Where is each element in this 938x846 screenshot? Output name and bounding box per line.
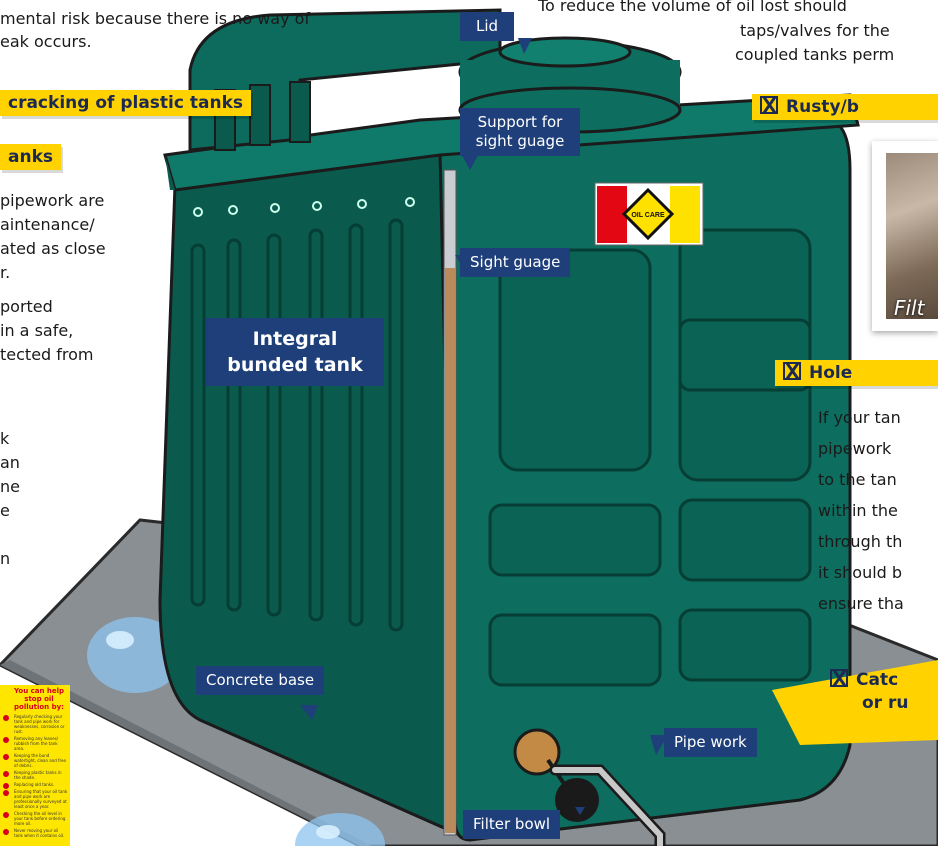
- right-para-line: through th: [818, 531, 902, 553]
- tanks-subbanner: anks: [0, 144, 61, 170]
- leaflet-item: Removing any leaves/ rubbish from the ta…: [0, 735, 70, 752]
- label-support-for-sight-gauge: Support for sight guage: [460, 108, 580, 156]
- lid: [500, 38, 630, 66]
- label-lid: Lid: [460, 12, 514, 41]
- left-para-line: in a safe,: [0, 320, 73, 342]
- catch-banner-line-1: Catc: [830, 669, 898, 691]
- photo-caption: Filt: [894, 296, 924, 320]
- cross-icon: [760, 96, 778, 114]
- label-concrete-base: Concrete base: [196, 666, 324, 695]
- catch-banner-line-2: or ru: [862, 692, 908, 714]
- label-integral-bunded-tank: Integral bunded tank: [206, 318, 384, 386]
- left-text-line-1: mental risk because there is no way of: [0, 8, 310, 30]
- cracking-banner: cracking of plastic tanks: [0, 90, 251, 116]
- left-para-line: ported: [0, 296, 53, 318]
- right-para-line: ensure tha: [818, 593, 904, 615]
- leaflet-item: Replacing old tanks.: [0, 781, 70, 788]
- left-para-line: an: [0, 452, 20, 474]
- label-integral-line-2: bunded tank: [206, 352, 384, 378]
- left-para-line: e: [0, 500, 10, 522]
- left-para-line: k: [0, 428, 9, 450]
- left-para-line: r.: [0, 262, 10, 284]
- left-text-line-2: eak occurs.: [0, 31, 92, 53]
- top-text-line-3: coupled tanks perm: [735, 44, 894, 66]
- right-para-line: within the: [818, 500, 898, 522]
- left-para-line: tected from: [0, 344, 94, 366]
- left-para-line: n: [0, 548, 10, 570]
- left-para-line: ated as close: [0, 238, 106, 260]
- right-para-line: to the tan: [818, 469, 897, 491]
- leaflet-title: You can help stop oil pollution by:: [0, 685, 70, 713]
- leaflet-item: Ensuring that your oil tank and pipe wor…: [0, 788, 70, 810]
- label-sight-gauge: Sight guage: [460, 248, 570, 277]
- leaflet-item: Checking the oil level in your tank befo…: [0, 810, 70, 827]
- label-support-line-1: Support for: [470, 113, 570, 132]
- cross-icon: [783, 362, 801, 380]
- right-para-line: If your tan: [818, 407, 901, 429]
- label-support-line-2: sight guage: [470, 132, 570, 151]
- filter-photo: Filt: [872, 141, 938, 331]
- label-filter-bowl: Filter bowl: [463, 810, 560, 839]
- oil-care-sticker-text: OIL CARE: [631, 212, 665, 219]
- sight-gauge-oil: [445, 268, 455, 833]
- top-text-line-1: To reduce the volume of oil lost should: [538, 0, 847, 17]
- hole-banner: Hole: [775, 360, 938, 386]
- top-text-line-2: taps/valves for the: [740, 20, 890, 42]
- filter-bowl: [555, 778, 599, 822]
- label-pipe-work: Pipe work: [664, 728, 757, 757]
- leaflet-item: Keeping the bund watertight, clean and f…: [0, 752, 70, 769]
- leaflet-item: Never moving your oil tank when it conta…: [0, 827, 70, 839]
- left-para-line: aintenance/: [0, 214, 95, 236]
- right-para-line: it should b: [818, 562, 902, 584]
- cross-icon: [830, 669, 848, 687]
- rusty-banner-text: Rusty/b: [786, 97, 859, 117]
- left-para-line: ne: [0, 476, 20, 498]
- leaflet-item: Keeping plastic tanks in the shade.: [0, 769, 70, 781]
- catch-banner-text: Catc: [856, 670, 898, 690]
- leaflet-item: Regularly checking your tank and pipe wo…: [0, 713, 70, 735]
- label-integral-line-1: Integral: [206, 326, 384, 352]
- left-para-line: pipework are: [0, 190, 104, 212]
- right-para-line: pipework: [818, 438, 891, 460]
- rusty-banner: Rusty/b: [752, 94, 938, 120]
- hole-banner-text: Hole: [809, 363, 852, 383]
- pollution-leaflet: You can help stop oil pollution by: Regu…: [0, 685, 70, 846]
